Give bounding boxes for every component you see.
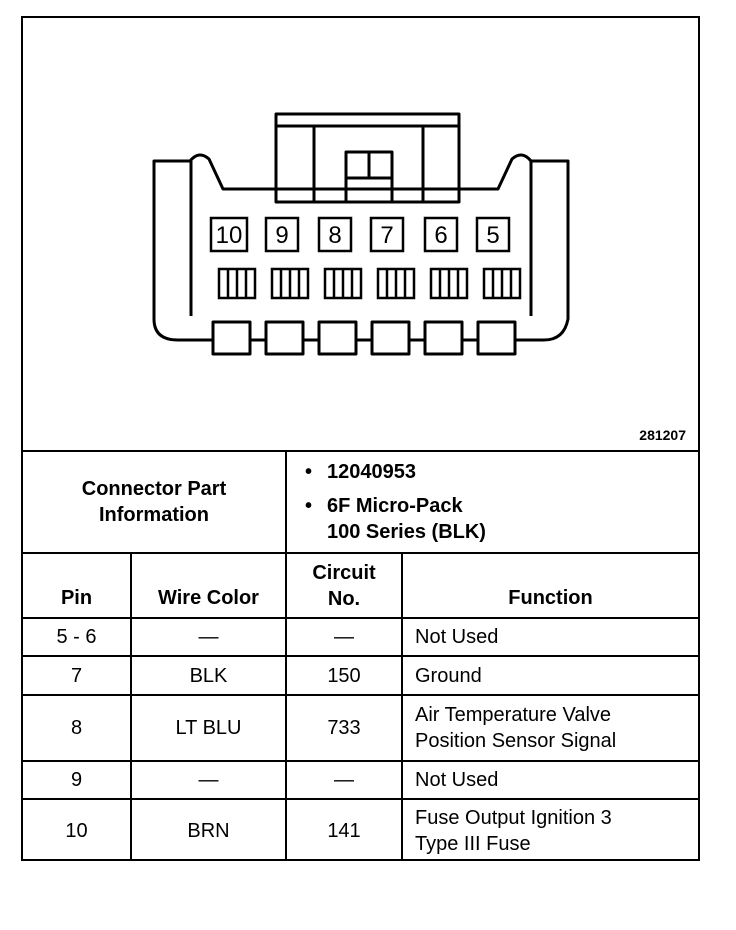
row-pin: 5 - 6 [56, 626, 97, 648]
pin-label-7: 7 [380, 222, 393, 249]
pin-box-6 [423, 216, 459, 253]
header-circuit-no: Circuit No. [287, 554, 401, 617]
row-wire-color: — [198, 626, 219, 648]
row-function: Fuse Output Ignition 3 Type III Fuse [403, 800, 698, 861]
row-function-line2: Position Sensor Signal [415, 730, 617, 752]
connector-description-line1: 6F Micro-Pack [327, 495, 463, 517]
divider [23, 617, 698, 619]
row-function: Not Used [415, 769, 499, 791]
pin-label-6: 6 [434, 222, 447, 249]
divider [23, 450, 698, 452]
row-wire-color: BRN [187, 819, 230, 842]
header-pin: Pin [60, 587, 93, 609]
row-pin: 8 [70, 717, 83, 739]
divider [23, 655, 698, 657]
row-function: Air Temperature Valve Position Sensor Si… [403, 696, 698, 760]
connector-description: 6F Micro-Pack 100 Series (BLK) [305, 493, 486, 545]
connector-drawing: 10 9 8 7 6 5 [152, 112, 570, 356]
part-number-text: 12040953 [327, 461, 416, 483]
connector-part-info-values: 12040953 6F Micro-Pack 100 Series (BLK) [287, 452, 698, 552]
row-circuit: — [334, 626, 354, 648]
pin-label-10: 10 [216, 222, 243, 249]
row-wire-color: — [198, 769, 219, 791]
row-circuit: — [334, 769, 354, 791]
pin-label-9: 9 [275, 222, 288, 249]
header-function: Function [508, 587, 593, 609]
connector-description-line2: 100 Series (BLK) [327, 521, 486, 543]
pin-label-8: 8 [328, 222, 341, 249]
connector-part-info-label: Connector Part Information [23, 452, 285, 552]
pin-labels: 10 9 8 7 6 5 [209, 216, 511, 253]
row-pin: 7 [70, 664, 83, 687]
divider [401, 552, 403, 861]
terminal-cavities [217, 267, 522, 300]
part-number: 12040953 [305, 459, 416, 485]
header-circuit-line1: Circuit [312, 561, 376, 584]
pin-box-9 [264, 216, 300, 253]
row-wire-color: LT BLU [175, 717, 242, 739]
divider [23, 552, 698, 554]
pin-box-8 [317, 216, 353, 253]
row-circuit: 150 [327, 664, 361, 687]
row-function-line2: Type III Fuse [415, 832, 531, 855]
row-pin: 10 [65, 819, 88, 842]
connector-part-info-line1: Connector Part [81, 478, 227, 500]
divider [23, 798, 698, 800]
divider [23, 760, 698, 762]
row-pin: 9 [70, 769, 83, 791]
divider [23, 694, 698, 696]
connector-part-info-line2: Information [99, 504, 209, 526]
divider [285, 450, 287, 861]
connector-sheet: 10 9 8 7 6 5 281207 [21, 16, 700, 861]
header-wire-color: Wire Color [158, 587, 259, 609]
row-function-line1: Fuse Output Ignition 3 [415, 806, 612, 829]
row-function: Not Used [415, 626, 499, 648]
row-function-line1: Air Temperature Valve [415, 704, 612, 726]
row-wire-color: BLK [189, 664, 228, 687]
header-circuit-line2: No. [327, 587, 361, 610]
pin-box-5 [475, 216, 511, 253]
row-circuit: 733 [327, 717, 361, 739]
row-circuit: 141 [327, 819, 361, 842]
figure-id: 281207 [639, 427, 686, 443]
pin-box-10 [209, 216, 249, 253]
pin-label-5: 5 [486, 222, 499, 249]
pin-box-7 [369, 216, 405, 253]
row-function: Ground [415, 664, 482, 687]
divider [130, 552, 132, 861]
